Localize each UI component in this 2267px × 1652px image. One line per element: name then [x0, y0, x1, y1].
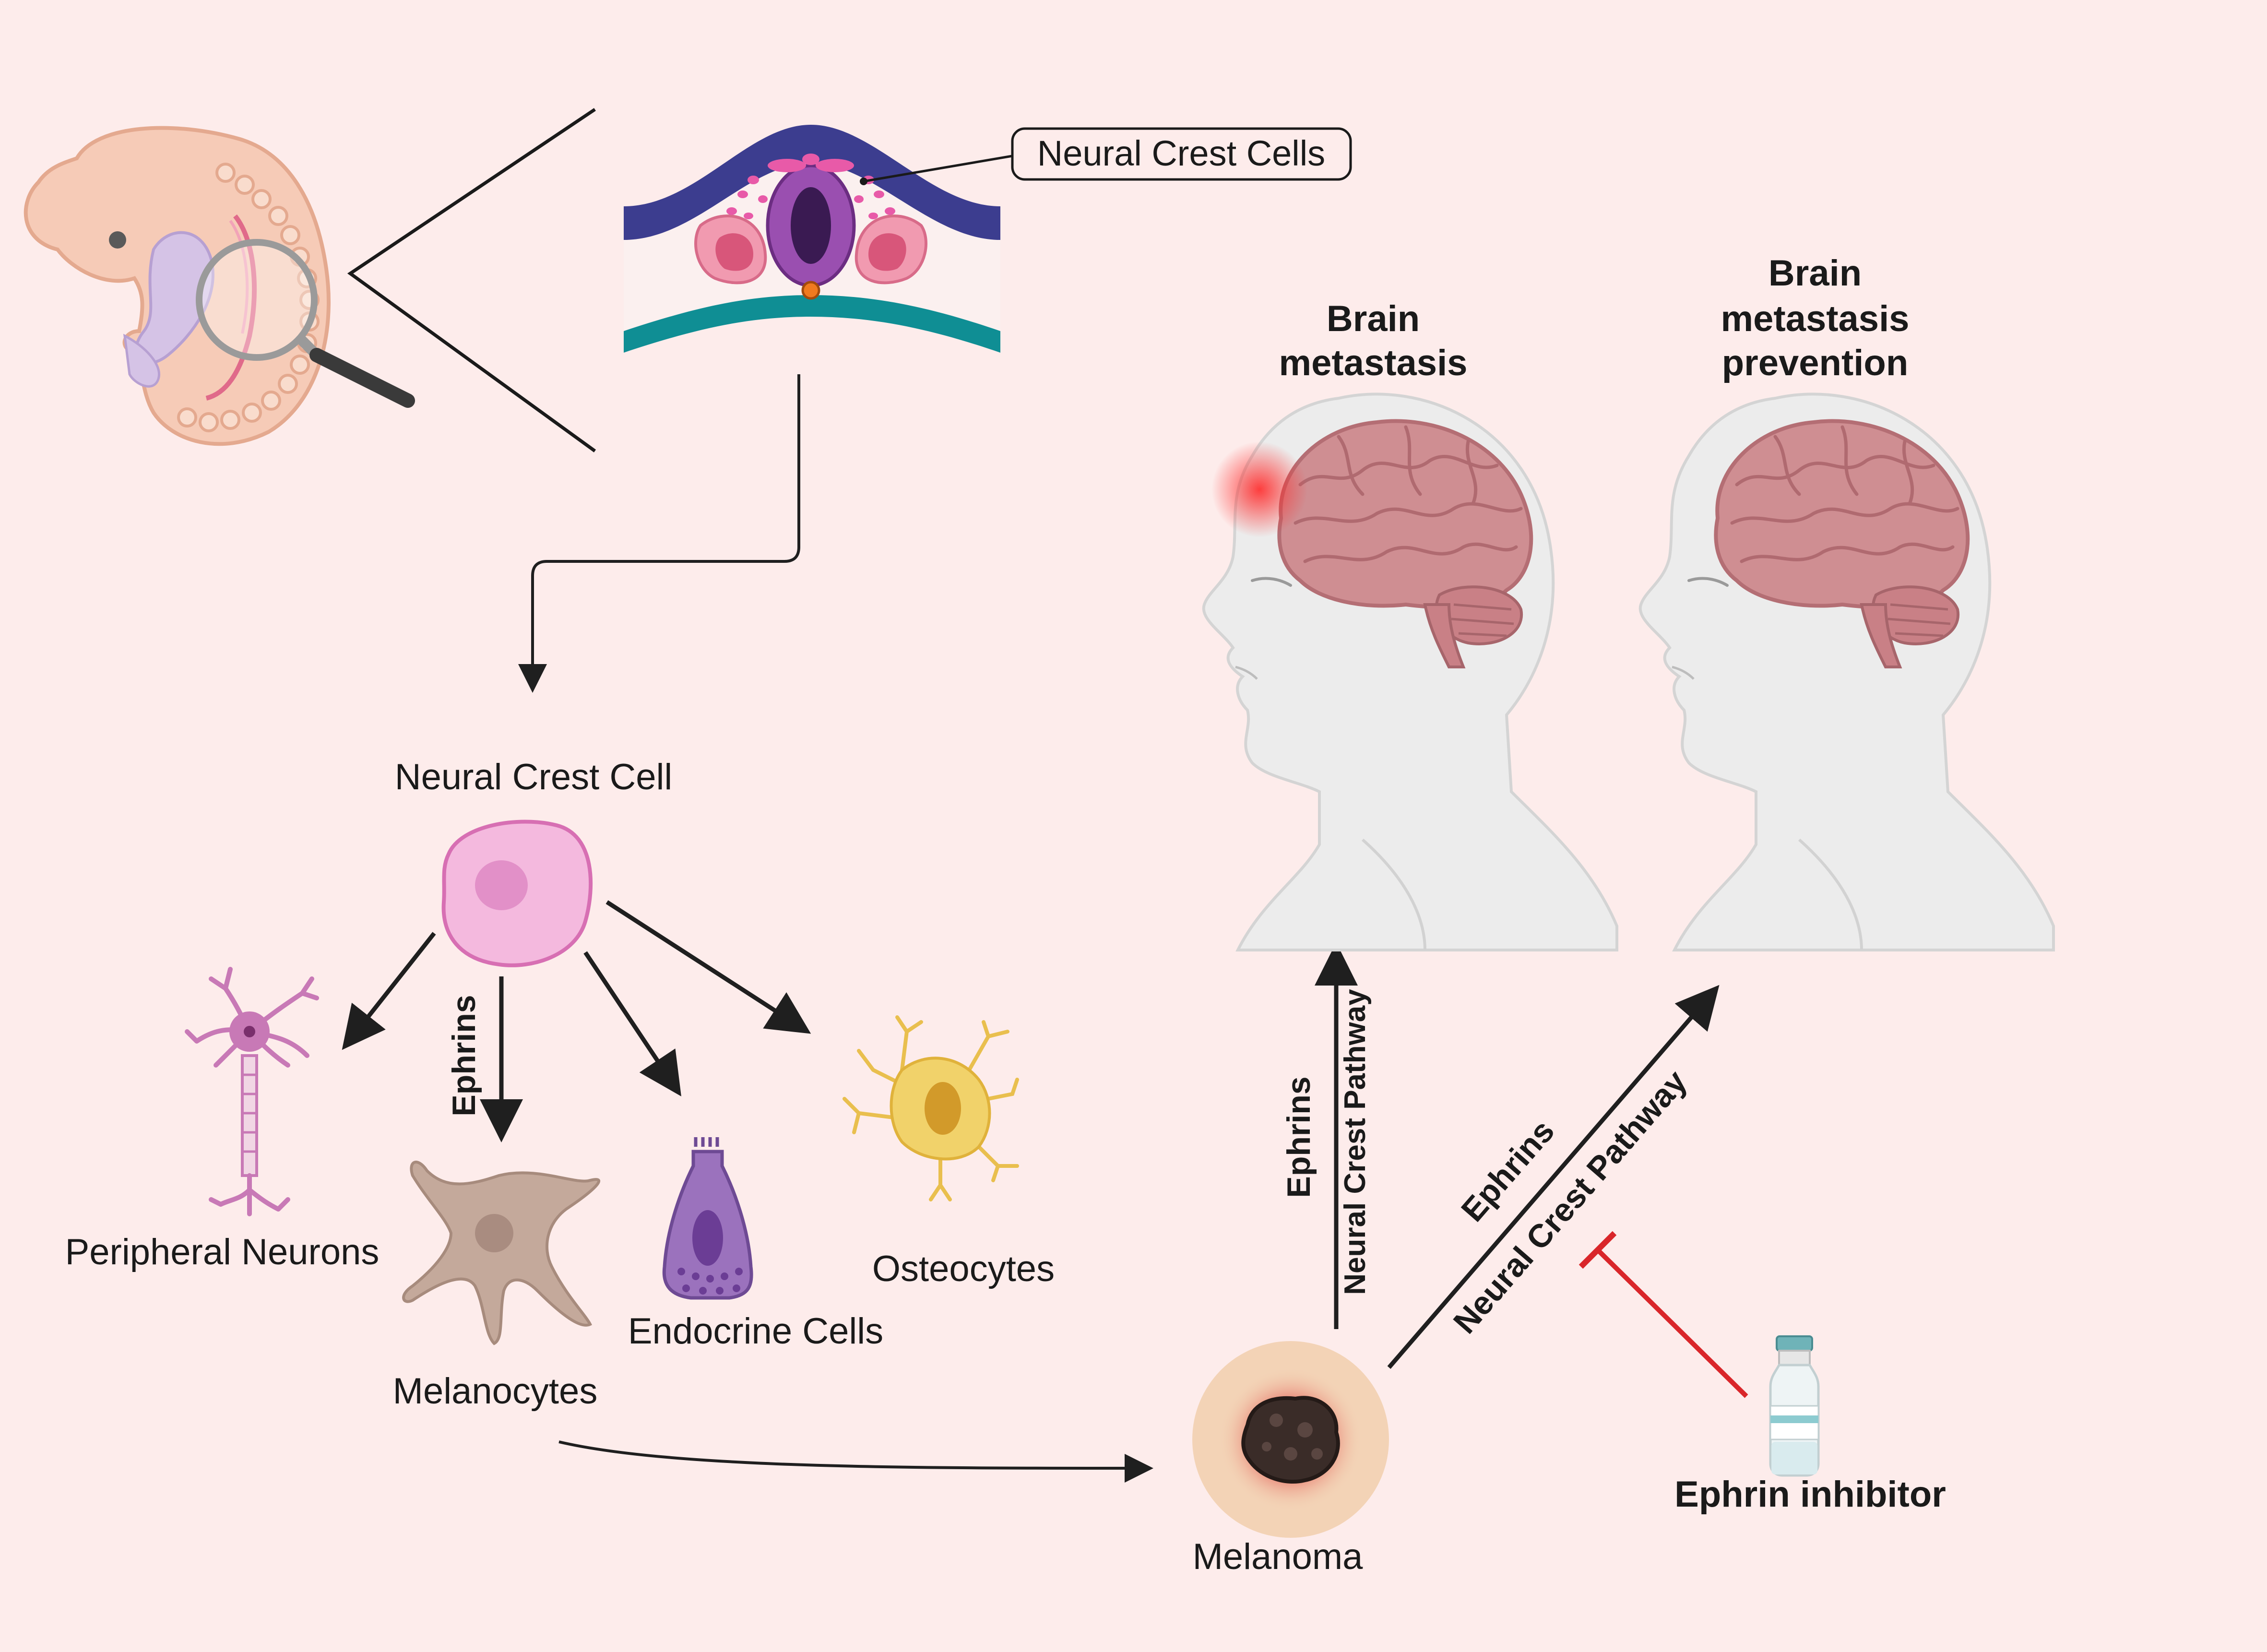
neural-crest-cell-label: Neural Crest Cell — [395, 757, 673, 797]
melanocytes-label: Melanocytes — [393, 1371, 598, 1412]
neural-crest-cell-icon — [441, 820, 593, 967]
arrow-to-endocrine — [583, 951, 681, 1096]
embryo-eye — [109, 231, 126, 249]
endocrine-cells-label: Endocrine Cells — [628, 1311, 883, 1352]
notochord — [801, 281, 820, 300]
endocrine-cell-icon — [662, 1137, 753, 1300]
connector-arrow — [518, 374, 800, 693]
brain-metastasis-title-line2: metastasis — [1279, 343, 1468, 383]
head-brain-icon — [1640, 394, 2053, 950]
metastasis-glow — [1211, 441, 1307, 537]
brain-prevention-title-line2: metastasis — [1721, 298, 1910, 339]
somite-left — [694, 214, 767, 285]
somite-right — [855, 214, 927, 285]
inhibition-bar — [1579, 1231, 1748, 1398]
brain-prevention-title-line1: Brain — [1768, 253, 1862, 294]
vial-icon — [1769, 1335, 1820, 1477]
arrow-to-metastasis-prevention — [1387, 985, 1720, 1369]
melanoma-lesion-icon — [1192, 1341, 1389, 1538]
embryo-illustration — [24, 126, 415, 446]
head-brain-icon — [1204, 394, 1617, 950]
peripheral-neurons-label: Peripheral Neurons — [65, 1232, 380, 1272]
ephrins-label-up: Ephrins — [1281, 1076, 1317, 1198]
neural-crest-pathway-label-up: Neural Crest Pathway — [1339, 989, 1372, 1295]
brain-prevention-panel: Brain metastasis prevention — [1640, 253, 2053, 950]
callout-leader — [863, 155, 1013, 183]
neural-canal — [791, 187, 831, 264]
arrow-melanocytes-to-melanoma — [558, 1440, 1153, 1483]
arrow-to-neurons — [342, 932, 436, 1050]
brain-metastasis-panel: Brain metastasis — [1204, 298, 1617, 950]
ectoderm-layer — [624, 125, 1000, 240]
neuron-nucleus — [244, 1026, 255, 1037]
endoderm-layer — [624, 295, 1000, 353]
neural-tube-section — [624, 125, 1013, 353]
differentiation-arrows — [342, 900, 811, 1142]
osteocytes-label: Osteocytes — [872, 1248, 1055, 1289]
melanoma-label: Melanoma — [1193, 1536, 1364, 1577]
neuron-icon — [185, 967, 319, 1216]
brain-metastasis-title-line1: Brain — [1327, 298, 1420, 339]
neural-crest-callout: Neural Crest Cells — [1011, 127, 1352, 181]
neural-crest-cells-cluster — [726, 154, 895, 219]
neural-crest-cells-label: Neural Crest Cells — [1037, 133, 1325, 173]
osteocyte-icon — [843, 1015, 1019, 1201]
zoom-lines — [347, 108, 596, 452]
brain-prevention-title-line3: prevention — [1722, 343, 1909, 383]
callout-box — [1011, 127, 1352, 181]
ephrin-inhibitor-label: Ephrin inhibitor — [1674, 1474, 1946, 1515]
ephrins-label-vertical: Ephrins — [446, 995, 482, 1116]
melanocyte-icon — [402, 1160, 601, 1345]
arrow-to-osteocytes — [605, 900, 811, 1034]
magnifier-icon — [196, 239, 415, 408]
